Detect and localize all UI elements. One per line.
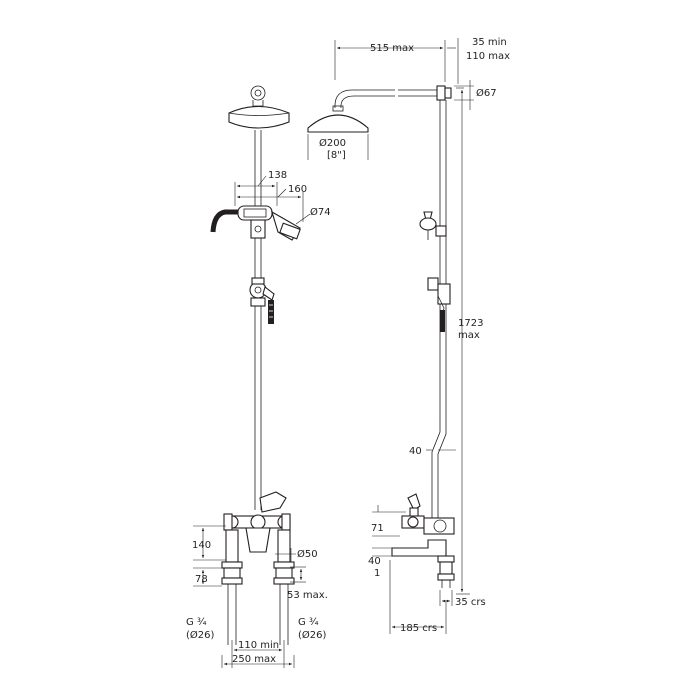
dim-1: 1	[374, 568, 380, 579]
dim-200: Ø200	[319, 137, 346, 149]
shower-arm-side	[334, 85, 452, 109]
diverter-valve-front	[249, 277, 275, 324]
dim-160: 160	[288, 184, 307, 195]
dim-140: 140	[192, 540, 211, 551]
bath-mixer-front	[221, 491, 295, 645]
holder-side	[427, 277, 451, 332]
dim-110min: 110 min	[238, 640, 279, 651]
front-dimensions: 138 160 Ø74 140 78 Ø50	[186, 170, 331, 668]
dim-35min: 35 min	[472, 37, 507, 48]
side-dimensions: 515 max 35 min 110 max Ø67 Ø200 [8"] 172…	[307, 37, 510, 634]
dim-8in: [8"]	[327, 150, 346, 161]
dim-35crs: 35 crs	[455, 597, 486, 608]
dim-110max: 110 max	[466, 51, 510, 62]
dim-78: 78	[195, 574, 208, 585]
dim-1723: 1723	[458, 318, 483, 329]
handset-holder-front	[210, 205, 301, 241]
shower-rose-side	[307, 105, 369, 133]
dim-71: 71	[371, 523, 384, 534]
handset-side	[419, 211, 447, 240]
riser-pipe-front	[254, 130, 262, 510]
g-left-sub: (Ø26)	[186, 629, 214, 641]
shower-rose-front	[228, 85, 290, 129]
dim-40a: 40	[409, 446, 422, 457]
dim-250max: 250 max	[232, 654, 276, 665]
dim-53: 53 max.	[287, 590, 328, 601]
dim-50: Ø50	[297, 548, 318, 560]
riser-pipe-side	[431, 100, 447, 520]
side-view: 515 max 35 min 110 max Ø67 Ø200 [8"] 172…	[307, 37, 510, 634]
dim-67: Ø67	[476, 87, 497, 99]
dim-185crs: 185 crs	[400, 623, 437, 634]
g-right-sub: (Ø26)	[298, 629, 326, 641]
g-right: G ¾	[298, 617, 319, 628]
dim-74: Ø74	[310, 206, 331, 218]
g-left: G ¾	[186, 617, 207, 628]
front-view: 138 160 Ø74 140 78 Ø50	[186, 85, 331, 668]
dim-138: 138	[268, 170, 287, 181]
dim-40b: 40	[368, 556, 381, 567]
dim-515: 515 max	[370, 43, 414, 54]
dim-1723-max: max	[458, 330, 480, 341]
bath-mixer-side	[391, 493, 455, 588]
